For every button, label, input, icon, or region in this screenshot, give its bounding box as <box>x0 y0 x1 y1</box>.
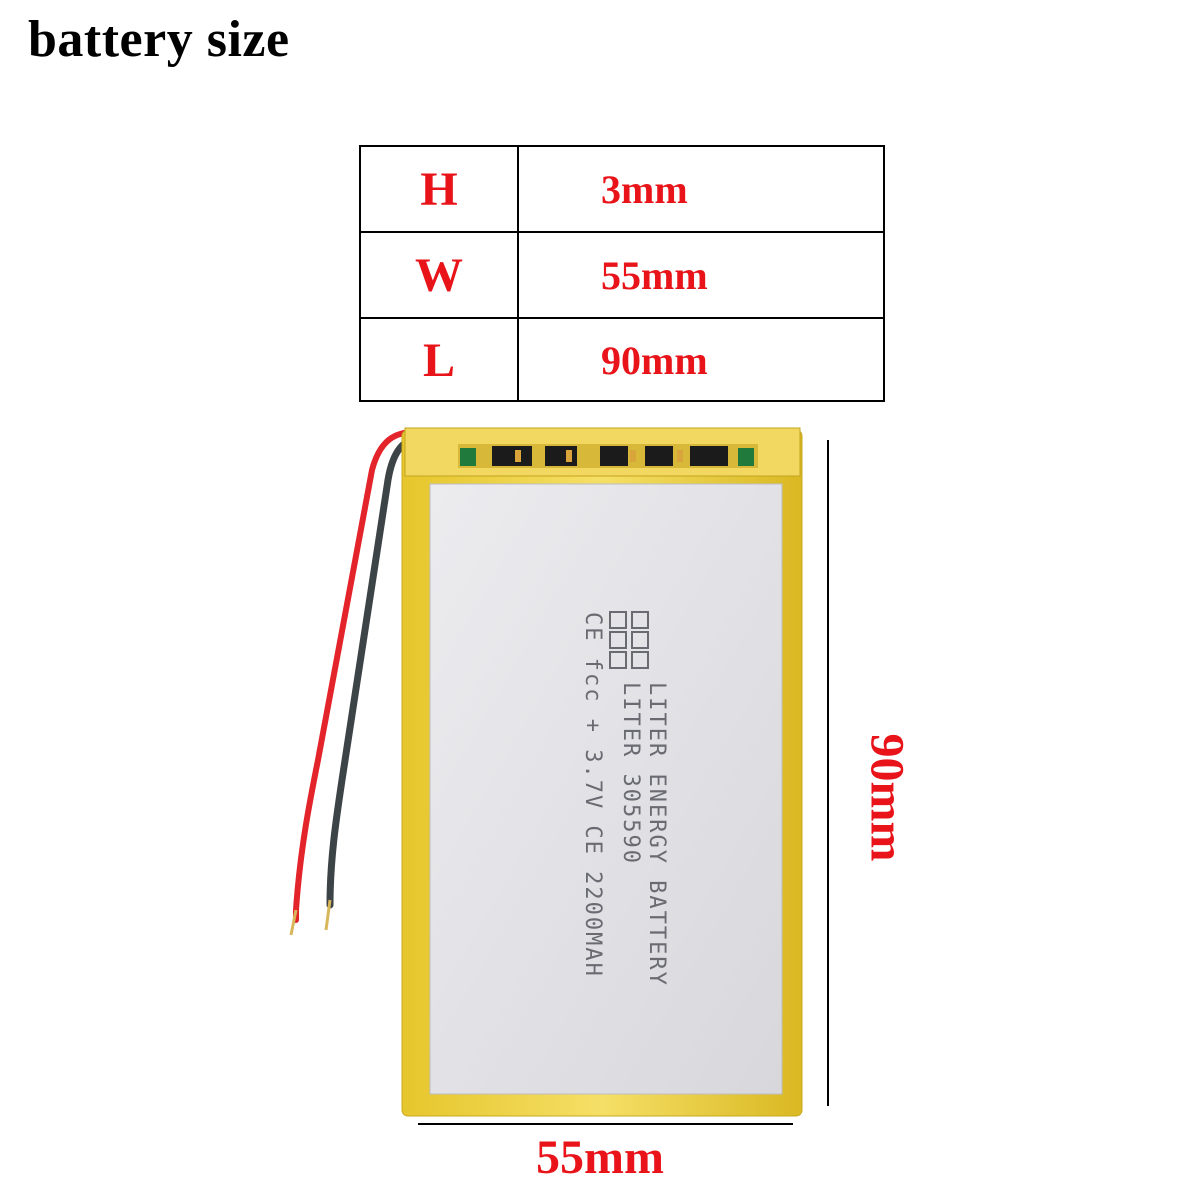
battery-markings: LITER ENERGY BATTERY LITER 305590 CE fcc… <box>580 611 669 987</box>
table-divider <box>361 231 883 233</box>
width-label: 55mm <box>536 1131 664 1184</box>
dimension-value: 55mm <box>601 252 708 298</box>
battery-body <box>429 483 783 1095</box>
length-label: 90mm <box>860 733 914 862</box>
battery-spec-text: CE fcc + 3.7V CE 2200MAH <box>580 612 605 978</box>
dimension-value: 3mm <box>601 166 688 212</box>
battery-brand-text: LITER ENERGY BATTERY <box>644 682 669 987</box>
table-row: L 90mm <box>361 319 883 402</box>
page-title: battery size <box>28 11 290 68</box>
table-divider <box>361 317 883 319</box>
table-row: H 3mm <box>361 147 883 231</box>
battery-wires <box>289 429 424 936</box>
battery-model-text: LITER 305590 <box>618 682 643 865</box>
dimension-key: W <box>415 248 463 302</box>
qr-code-icon <box>609 611 649 669</box>
table-divider <box>517 147 519 400</box>
table-row: W 55mm <box>361 233 883 317</box>
dimension-key: H <box>420 162 458 216</box>
dimensions-table: H 3mm W 55mm L 90mm <box>359 145 885 402</box>
dimension-key: L <box>422 334 455 387</box>
protection-circuit <box>404 427 801 477</box>
dimension-value: 90mm <box>601 338 708 383</box>
